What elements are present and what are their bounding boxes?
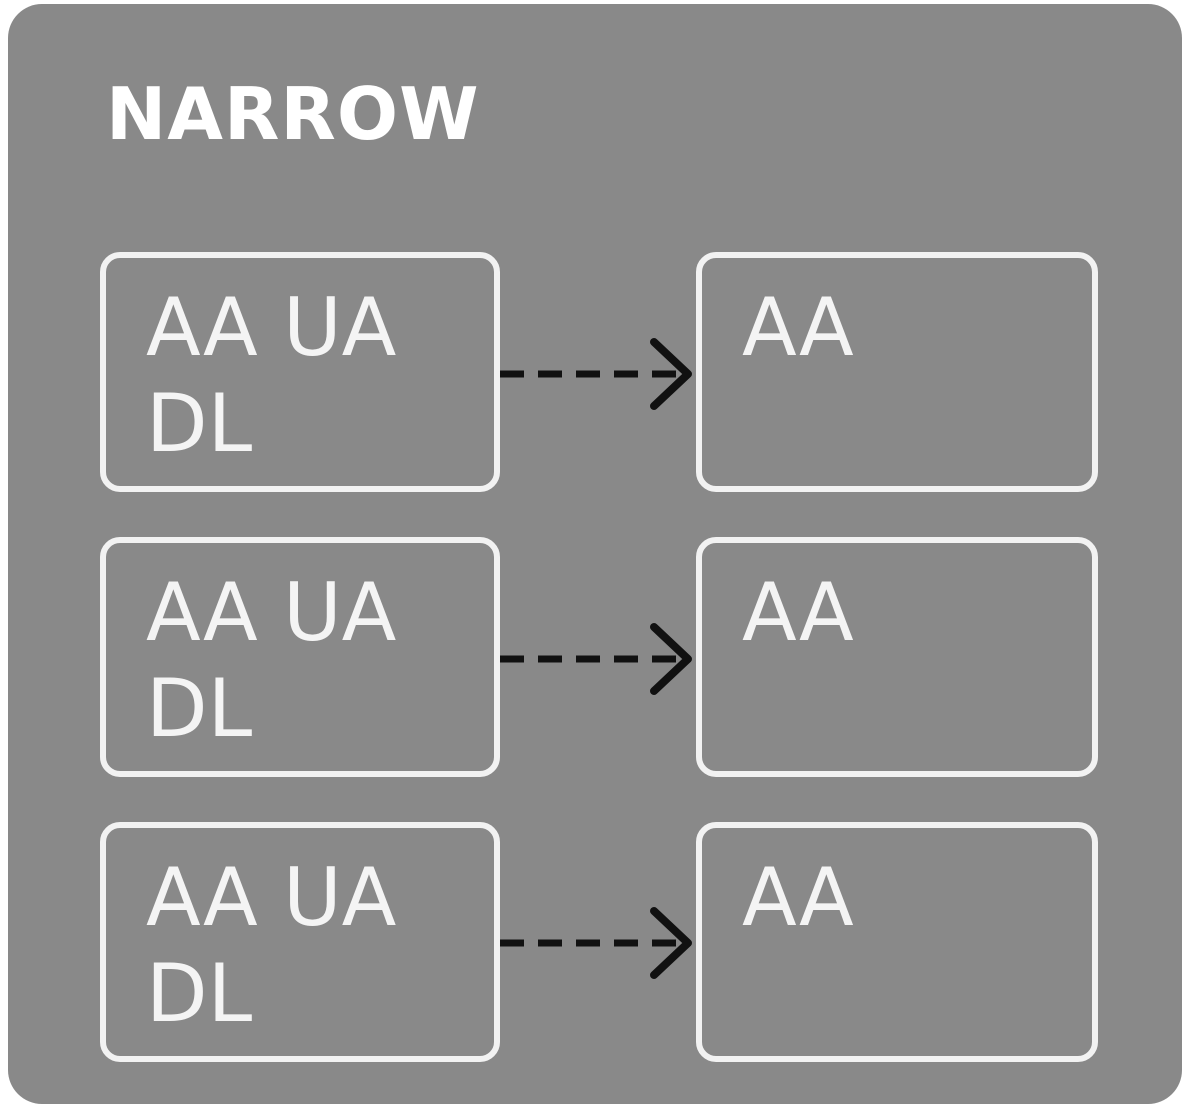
source-label: AA UA DL xyxy=(146,851,397,1040)
source-box: AA UA DL xyxy=(100,822,500,1062)
dashed-arrow-icon xyxy=(500,623,692,695)
target-label: AA xyxy=(742,566,854,659)
target-box: AA xyxy=(696,252,1098,492)
diagram-title: NARROW xyxy=(106,72,480,156)
target-box: AA xyxy=(696,537,1098,777)
target-box: AA xyxy=(696,822,1098,1062)
dashed-arrow-icon xyxy=(500,907,692,979)
target-label: AA xyxy=(742,851,854,944)
target-label: AA xyxy=(742,281,854,374)
source-label: AA UA DL xyxy=(146,281,397,470)
source-label: AA UA DL xyxy=(146,566,397,755)
source-box: AA UA DL xyxy=(100,537,500,777)
dashed-arrow-icon xyxy=(500,338,692,410)
source-box: AA UA DL xyxy=(100,252,500,492)
